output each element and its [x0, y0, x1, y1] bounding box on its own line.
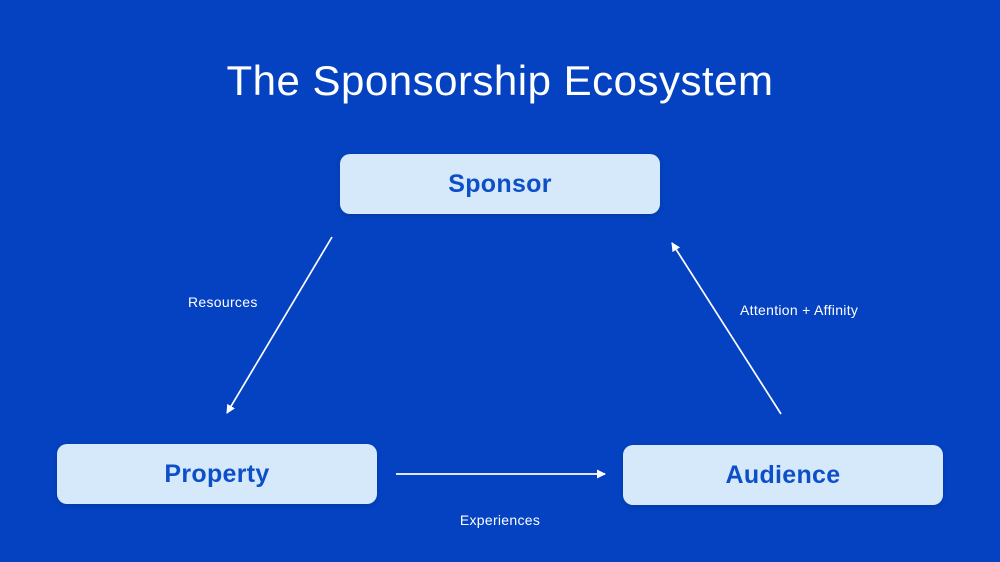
node-property-label: Property	[164, 459, 270, 488]
slide-title: The Sponsorship Ecosystem	[226, 57, 774, 104]
node-sponsor-label: Sponsor	[448, 169, 552, 198]
node-audience: Audience	[623, 445, 943, 505]
arrow-sponsor-to-property	[226, 236, 333, 414]
node-audience-label: Audience	[725, 460, 841, 489]
node-property: Property	[57, 444, 377, 504]
edge-label-resources: Resources	[188, 294, 258, 310]
edge-label-experiences: Experiences	[459, 512, 541, 528]
node-sponsor: Sponsor	[340, 154, 660, 214]
edge-label-attention-affinity: Attention + Affinity	[740, 302, 859, 318]
arrow-audience-to-sponsor	[671, 242, 782, 415]
